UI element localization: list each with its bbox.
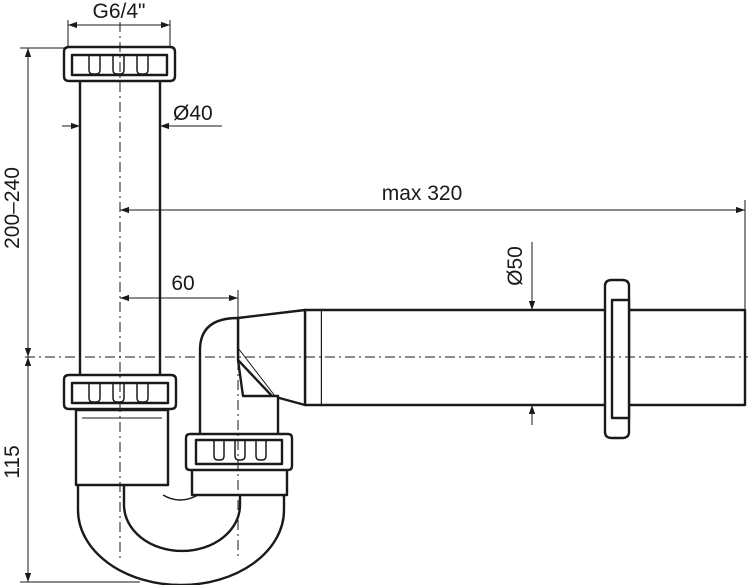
outlet-union-nut [184,432,294,497]
inlet-diameter-label: Ø40 [173,102,213,125]
trap-body [74,408,170,487]
thread-size-label: G6/4" [93,0,146,23]
offset-label: 60 [171,272,194,295]
inlet-height-label: 200–240 [1,167,24,249]
outlet-diameter-label: Ø50 [504,246,527,286]
outlet-length-label: max 320 [382,182,463,205]
trap-height-label: 115 [1,445,24,478]
u-trap-bend [76,481,286,585]
center-lines [25,22,748,560]
wall-flange [603,278,631,440]
dimension-lines [20,20,746,583]
